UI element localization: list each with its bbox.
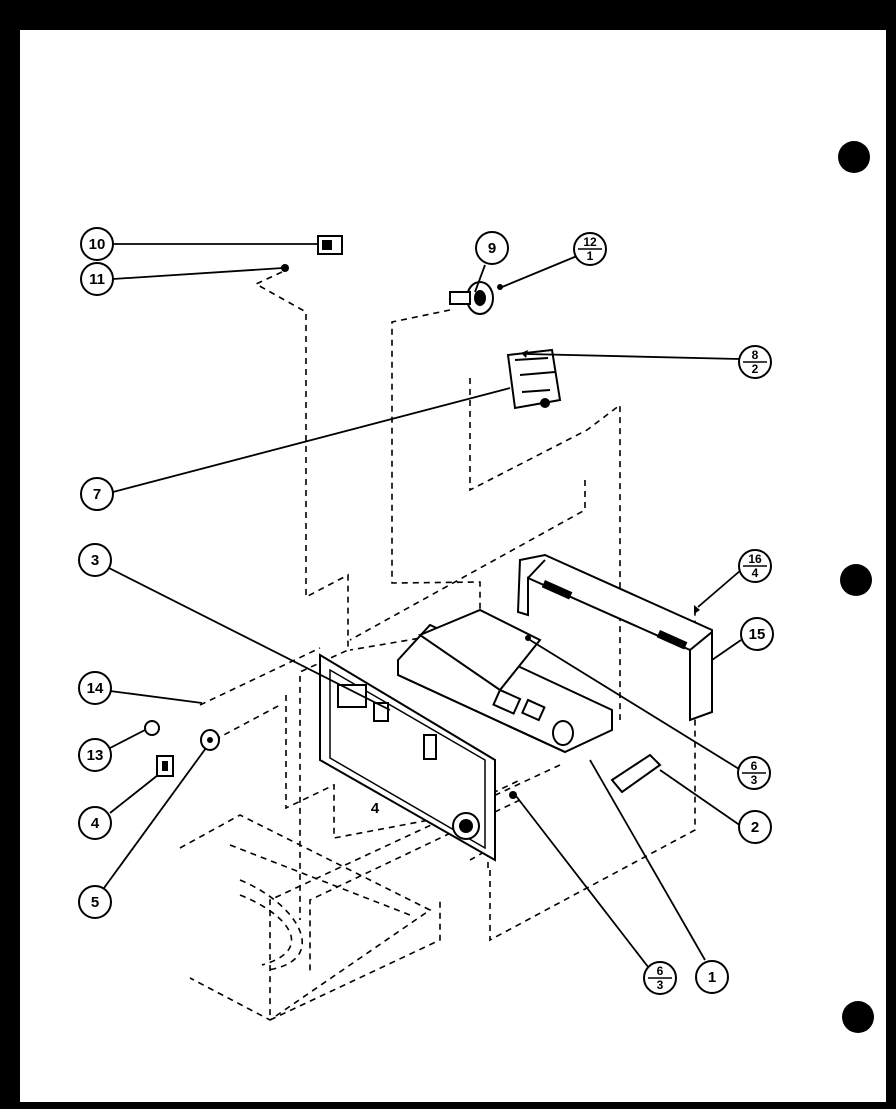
part-9-switch <box>449 281 494 315</box>
part-11-screw <box>281 264 289 272</box>
callout-12-top: 12 <box>583 235 597 249</box>
callout-15: 15 <box>740 617 774 651</box>
callout-12-1: 12 1 <box>573 232 607 266</box>
callout-5-text: 5 <box>91 894 99 911</box>
part-16-screw <box>694 605 700 614</box>
callout-7-text: 7 <box>93 486 101 503</box>
callout-3: 3 <box>78 543 112 577</box>
callout-3-text: 3 <box>91 552 99 569</box>
callout-6-3-bottom: 6 3 <box>643 961 677 995</box>
callout-2-text: 2 <box>751 819 759 836</box>
callout-6-3-right: 6 3 <box>737 756 771 790</box>
part-7-timer <box>506 348 562 410</box>
callout-9: 9 <box>475 231 509 265</box>
callout-14: 14 <box>78 671 112 705</box>
punch-hole-top <box>838 141 870 173</box>
callout-8-bottom: 2 <box>752 362 759 376</box>
callout-6b-top: 6 <box>657 964 664 978</box>
callout-7: 7 <box>80 477 114 511</box>
callout-2: 2 <box>738 810 772 844</box>
part-13-light <box>144 720 160 736</box>
part-2-trim <box>610 753 662 794</box>
callout-16-4: 16 4 <box>738 549 772 583</box>
callout-4: 4 <box>78 806 112 840</box>
punch-hole-bottom <box>842 1001 874 1033</box>
callout-9-text: 9 <box>488 240 496 257</box>
callout-15-text: 15 <box>749 626 766 643</box>
part-8-screw <box>521 350 528 358</box>
callout-11-text: 11 <box>89 271 105 288</box>
part-4-switch <box>156 755 174 777</box>
part-6-screw-upper <box>525 635 531 641</box>
part-12-screw <box>497 284 503 290</box>
callout-13-text: 13 <box>87 747 104 764</box>
callout-10-text: 10 <box>89 236 106 253</box>
callout-5: 5 <box>78 885 112 919</box>
inline-label-4: 4 <box>371 800 380 817</box>
part-1-console <box>397 608 613 754</box>
part-3-control-panel <box>319 653 496 862</box>
callout-6b-bottom: 3 <box>657 978 664 992</box>
punch-hole-middle <box>840 564 872 596</box>
callout-8-2: 8 2 <box>738 345 772 379</box>
callout-6a-bottom: 3 <box>751 773 758 787</box>
part-10-clip <box>317 235 343 255</box>
callout-13: 13 <box>78 738 112 772</box>
callout-14-text: 14 <box>87 680 104 697</box>
leader-lines <box>103 243 742 973</box>
callout-12-bottom: 1 <box>587 249 594 263</box>
callout-8-top: 8 <box>752 348 759 362</box>
callout-11: 11 <box>80 262 114 296</box>
callout-1: 1 <box>695 960 729 994</box>
part-5-washer <box>200 729 220 751</box>
callout-10: 10 <box>80 227 114 261</box>
callout-16-top: 16 <box>748 552 762 566</box>
callout-4-text: 4 <box>91 815 100 832</box>
callout-16-bottom: 4 <box>752 566 759 580</box>
part-6-screw-lower <box>509 791 517 799</box>
part-15-bracket <box>516 553 713 722</box>
callout-1-text: 1 <box>708 969 716 986</box>
callout-6a-top: 6 <box>751 759 758 773</box>
cabinet-top-panel <box>179 814 432 1021</box>
